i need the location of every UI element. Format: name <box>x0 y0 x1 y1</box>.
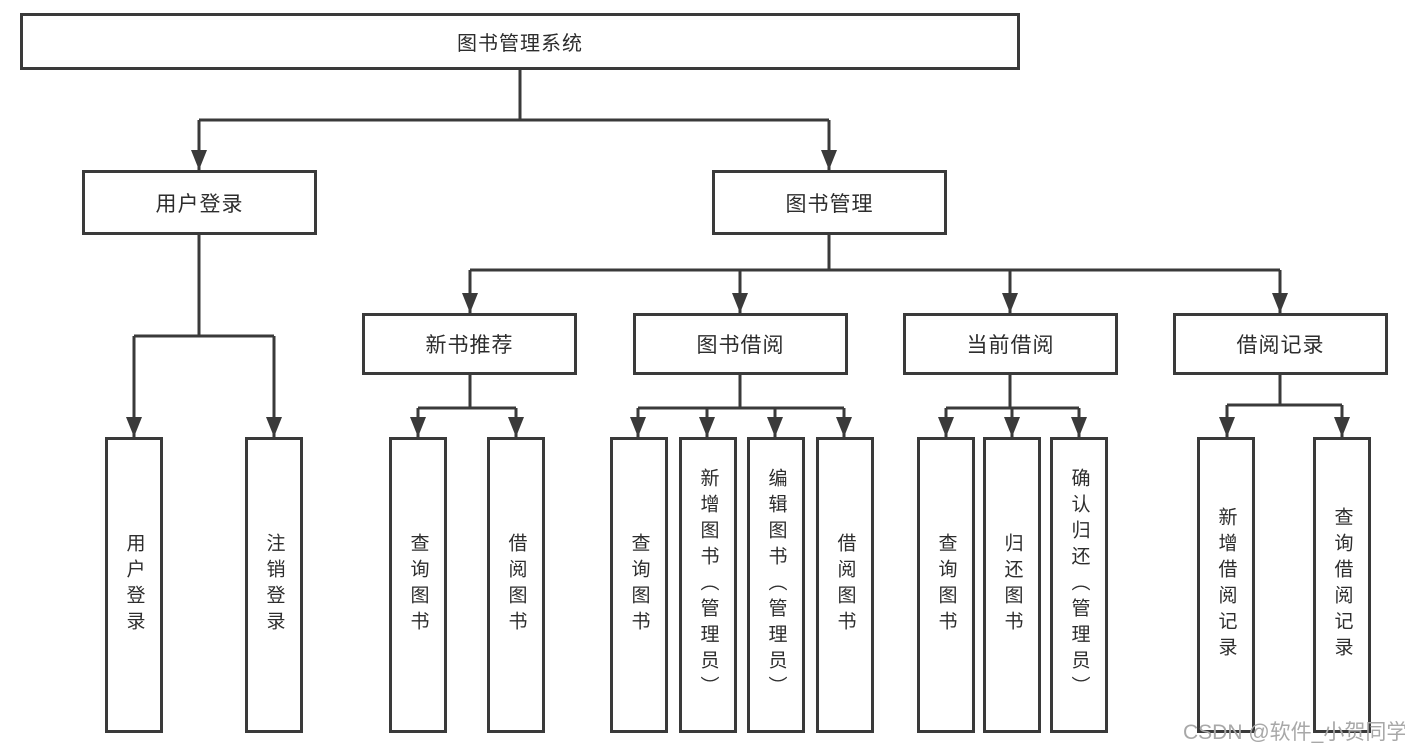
leaf-borrow-books: 借阅图书 <box>816 437 874 733</box>
arrow-icon <box>1071 417 1087 437</box>
arrow-icon <box>767 417 783 437</box>
node-current-borrowing: 当前借阅 <box>903 313 1118 375</box>
arrow-icon <box>1334 417 1350 437</box>
node-label: 编辑图书（管理员） <box>765 468 787 702</box>
arrow-icon <box>821 150 837 170</box>
arrow-icon <box>1219 417 1235 437</box>
leaf-query-books-borrowing: 查询图书 <box>610 437 668 733</box>
node-label: 图书管理系统 <box>457 33 583 55</box>
node-user-login-module: 用户登录 <box>82 170 317 235</box>
arrow-icon <box>938 417 954 437</box>
node-label: 新书推荐 <box>425 334 514 357</box>
node-label: 借阅图书 <box>834 533 856 637</box>
leaf-borrow-books-recommend: 借阅图书 <box>487 437 545 733</box>
node-root-library-system: 图书管理系统 <box>20 13 1020 70</box>
node-label: 借阅记录 <box>1236 334 1325 357</box>
leaf-return-books: 归还图书 <box>983 437 1041 733</box>
node-label: 新增图书（管理员） <box>697 468 719 702</box>
node-label: 用户登录 <box>123 533 145 637</box>
arrow-icon <box>410 417 426 437</box>
node-label: 确认归还（管理员） <box>1068 468 1090 702</box>
arrow-icon <box>1004 417 1020 437</box>
leaf-add-books-admin: 新增图书（管理员） <box>679 437 737 733</box>
arrow-icon <box>462 293 478 313</box>
arrow-icon <box>630 417 646 437</box>
arrow-icon <box>732 293 748 313</box>
arrow-icon <box>836 417 852 437</box>
node-label: 图书管理 <box>785 192 874 216</box>
arrow-icon <box>266 417 282 437</box>
arrow-icon <box>508 417 524 437</box>
node-label: 新增借阅记录 <box>1215 507 1237 663</box>
node-label: 用户登录 <box>155 192 244 216</box>
leaf-logout: 注销登录 <box>245 437 303 733</box>
node-book-borrowing: 图书借阅 <box>633 313 848 375</box>
leaf-user-login: 用户登录 <box>105 437 163 733</box>
arrow-icon <box>1002 293 1018 313</box>
leaf-query-books-current: 查询图书 <box>917 437 975 733</box>
connector-edges <box>132 70 1344 437</box>
node-book-management: 图书管理 <box>712 170 947 235</box>
node-label: 注销登录 <box>263 533 285 637</box>
arrow-icon <box>191 150 207 170</box>
node-new-book-recommend: 新书推荐 <box>362 313 577 375</box>
arrow-icon <box>1272 293 1288 313</box>
node-label: 当前借阅 <box>966 334 1055 357</box>
node-label: 借阅图书 <box>505 533 527 637</box>
arrowheads <box>126 150 1350 437</box>
arrow-icon <box>126 417 142 437</box>
leaf-query-borrow-record: 查询借阅记录 <box>1313 437 1371 733</box>
node-label: 查询图书 <box>935 533 957 637</box>
leaf-add-borrow-record: 新增借阅记录 <box>1197 437 1255 733</box>
leaf-confirm-return-admin: 确认归还（管理员） <box>1050 437 1108 733</box>
csdn-watermark: CSDN @软件_小贺同学 <box>1183 721 1405 744</box>
node-label: 查询借阅记录 <box>1331 507 1353 663</box>
node-label: 归还图书 <box>1001 533 1023 637</box>
node-borrowing-records: 借阅记录 <box>1173 313 1388 375</box>
node-label: 查询图书 <box>628 533 650 637</box>
leaf-edit-books-admin: 编辑图书（管理员） <box>747 437 805 733</box>
arrow-icon <box>699 417 715 437</box>
node-label: 图书借阅 <box>696 334 785 357</box>
node-label: 查询图书 <box>407 533 429 637</box>
leaf-query-books-recommend: 查询图书 <box>389 437 447 733</box>
